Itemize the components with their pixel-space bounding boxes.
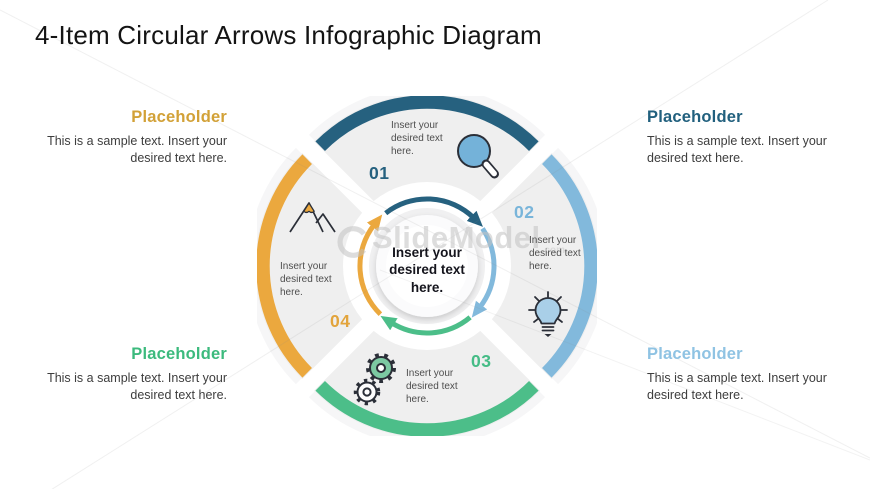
placeholder-block-bottom-left[interactable]: Placeholder This is a sample text. Inser… xyxy=(35,345,227,404)
step-text-03[interactable]: Insert your desired text here. xyxy=(406,368,458,406)
page-title: 4-Item Circular Arrows Infographic Diagr… xyxy=(35,20,542,50)
quadrant-left-petal xyxy=(257,153,415,379)
quadrant-right-petal xyxy=(439,153,597,379)
lightbulb-icon xyxy=(528,291,568,337)
quadrant-bottom-arc xyxy=(315,381,539,436)
step-number-01: 01 xyxy=(369,163,390,183)
quadrant-left-arc xyxy=(257,154,312,378)
center-text[interactable]: Insert your desired text here. xyxy=(389,245,465,295)
watermark: SlideModel .com xyxy=(334,220,565,261)
gears-icon xyxy=(353,353,396,406)
placeholder-heading: Placeholder xyxy=(131,108,227,126)
placeholder-heading: Placeholder xyxy=(647,345,743,363)
placeholder-block-bottom-right[interactable]: Placeholder This is a sample text. Inser… xyxy=(647,345,839,404)
magnifier-icon xyxy=(457,134,499,179)
cycle-arrow-top xyxy=(384,196,483,227)
placeholder-block-top-left[interactable]: Placeholder This is a sample text. Inser… xyxy=(35,108,227,167)
step-number-04: 04 xyxy=(330,311,351,331)
cycle-arrow-right xyxy=(471,227,497,318)
placeholder-body: This is a sample text. Insert your desir… xyxy=(47,371,227,402)
quadrant-right-arc xyxy=(542,154,597,378)
step-number-02: 02 xyxy=(514,202,535,222)
placeholder-body: This is a sample text. Insert your desir… xyxy=(647,134,827,165)
quadrant-right xyxy=(439,147,597,385)
quadrant-top-petal xyxy=(314,96,540,254)
placeholder-body: This is a sample text. Insert your desir… xyxy=(47,134,227,165)
center-button-highlight xyxy=(386,225,468,307)
watermark-suffix: .com xyxy=(541,245,565,256)
step-text-02[interactable]: Insert your desired text here. xyxy=(529,235,581,273)
placeholder-block-top-right[interactable]: Placeholder This is a sample text. Inser… xyxy=(647,108,839,167)
quadrant-left xyxy=(257,147,415,385)
quadrant-top-arc xyxy=(315,96,539,151)
step-text-01[interactable]: Insert your desired text here. xyxy=(391,120,443,158)
step-text-04[interactable]: Insert your desired text here. xyxy=(280,261,332,299)
step-number-03: 03 xyxy=(471,351,492,371)
placeholder-heading: Placeholder xyxy=(647,108,743,126)
mountains-icon xyxy=(289,202,336,233)
watermark-logo-icon xyxy=(337,226,366,258)
cycle-arrow-left xyxy=(357,214,383,316)
cycle-arrow-bottom xyxy=(380,315,472,336)
placeholder-body: This is a sample text. Insert your desir… xyxy=(647,371,827,402)
circular-arrows-diagram xyxy=(257,96,597,436)
quadrant-top xyxy=(308,96,546,254)
watermark-brand: SlideModel xyxy=(372,220,541,255)
placeholder-heading: Placeholder xyxy=(131,345,227,363)
